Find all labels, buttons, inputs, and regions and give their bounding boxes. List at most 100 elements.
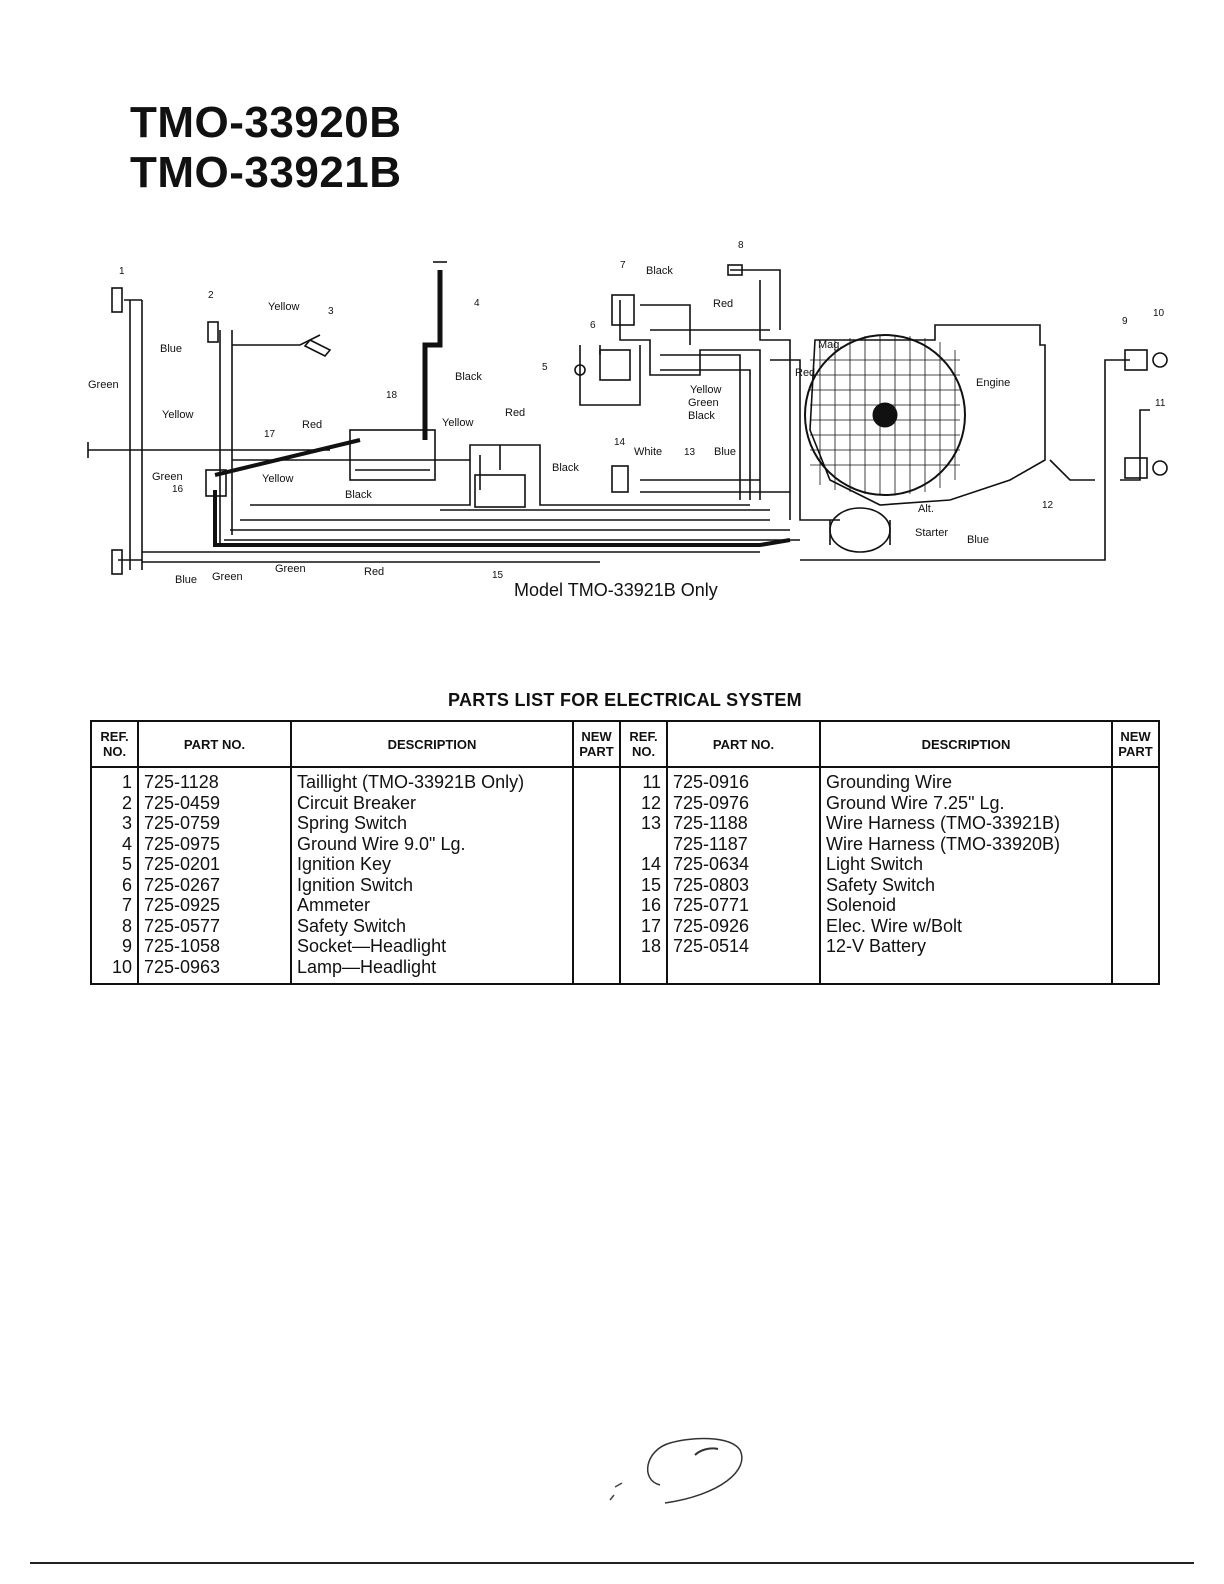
- ref-5: 5: [542, 362, 548, 373]
- cell-ref2: 14: [619, 854, 668, 875]
- cell-ref: 2: [90, 792, 139, 813]
- cell-ref2: 13: [619, 813, 668, 834]
- label-starter: Starter: [915, 527, 948, 539]
- cell-part2: 725-0926: [666, 915, 821, 936]
- cell-new-part: [1111, 874, 1160, 895]
- header-description-2: DESCRIPTION: [819, 720, 1113, 768]
- label-red-4: Red: [795, 367, 815, 379]
- cell-desc: Ignition Switch: [290, 874, 574, 895]
- ref-15: 15: [492, 570, 504, 581]
- header-new-part-2: NEW PART: [1111, 720, 1160, 768]
- cell-ref: 6: [90, 874, 139, 895]
- cell-new-part: [572, 895, 621, 916]
- cell-new-part: [1111, 915, 1160, 936]
- cell-ref2: 11: [619, 767, 668, 793]
- label-green-2: Green: [152, 471, 183, 483]
- label-black-1: Black: [345, 489, 372, 501]
- cell-desc2: Light Switch: [819, 854, 1113, 875]
- cell-ref2: 15: [619, 874, 668, 895]
- cell-ref: 5: [90, 854, 139, 875]
- cell-new-part: [572, 915, 621, 936]
- bottom-rule: [30, 1562, 1194, 1564]
- ref-4: 4: [474, 298, 480, 309]
- label-yellow-2: Yellow: [268, 301, 299, 313]
- ref-8: 8: [738, 240, 744, 251]
- ref-7: 7: [620, 260, 626, 271]
- ref-3: 3: [328, 306, 334, 317]
- diagram-caption: Model TMO-33921B Only: [514, 580, 718, 600]
- label-yellow-4: Yellow: [442, 417, 473, 429]
- cell-ref: 9: [90, 936, 139, 957]
- cell-part2: 725-0976: [666, 792, 821, 813]
- cell-desc: Lamp—Headlight: [290, 956, 574, 985]
- cell-new-part: [572, 833, 621, 854]
- cell-desc2: Safety Switch: [819, 874, 1113, 895]
- ref-2: 2: [208, 290, 214, 301]
- cell-new-part: [1111, 854, 1160, 875]
- parts-table: REF. NO. PART NO. DESCRIPTION NEW PART R…: [90, 720, 1160, 985]
- ref-13: 13: [684, 447, 696, 458]
- ref-14: 14: [614, 437, 626, 448]
- cell-ref: 8: [90, 915, 139, 936]
- label-blue-2: Blue: [714, 446, 736, 458]
- header-part-no-2: PART NO.: [666, 720, 821, 768]
- cell-desc2: [819, 956, 1113, 985]
- cell-desc2: Ground Wire 7.25" Lg.: [819, 792, 1113, 813]
- cell-desc2: 12-V Battery: [819, 936, 1113, 957]
- model-title-1: TMO-33920B: [130, 98, 402, 147]
- cell-part: 725-0267: [137, 874, 292, 895]
- parts-list-title: PARTS LIST FOR ELECTRICAL SYSTEM: [448, 690, 802, 710]
- cell-part2: 725-0803: [666, 874, 821, 895]
- label-red-5: Red: [364, 566, 384, 578]
- cell-desc: Ground Wire 9.0" Lg.: [290, 833, 574, 854]
- wiring-diagram: Blue Green Yellow Green Yellow Red Yello…: [87, 240, 1168, 600]
- cell-new-part: [572, 813, 621, 834]
- cell-new-part: [572, 874, 621, 895]
- cell-part2: 725-1187: [666, 833, 821, 854]
- label-black-2: Black: [455, 371, 482, 383]
- cell-desc: Ammeter: [290, 895, 574, 916]
- ref-16: 16: [172, 484, 184, 495]
- ref-12: 12: [1042, 500, 1054, 511]
- cell-part2: 725-1188: [666, 813, 821, 834]
- label-black-4: Black: [646, 265, 673, 277]
- cell-part2: 725-0514: [666, 936, 821, 957]
- cell-new-part: [572, 956, 621, 985]
- cell-desc: Socket—Headlight: [290, 936, 574, 957]
- cell-desc2: Elec. Wire w/Bolt: [819, 915, 1113, 936]
- header-part-no: PART NO.: [137, 720, 292, 768]
- page-titles: TMO-33920B TMO-33921B: [130, 98, 402, 198]
- label-red-3: Red: [713, 298, 733, 310]
- cell-new-part: [1111, 833, 1160, 854]
- cell-ref2: 16: [619, 895, 668, 916]
- cell-part: 725-0201: [137, 854, 292, 875]
- cell-new-part: [1111, 956, 1160, 985]
- cell-desc2: Wire Harness (TMO-33920B): [819, 833, 1113, 854]
- cell-new-part: [1111, 767, 1160, 793]
- cell-part2: 725-0634: [666, 854, 821, 875]
- cell-desc2: Wire Harness (TMO-33921B): [819, 813, 1113, 834]
- ref-10: 10: [1153, 308, 1165, 319]
- cell-part: 725-0577: [137, 915, 292, 936]
- cell-new-part: [1111, 813, 1160, 834]
- cell-ref: 1: [90, 767, 139, 793]
- label-yellow-5: Yellow: [690, 384, 721, 396]
- cell-part: 725-1058: [137, 936, 292, 957]
- cell-new-part: [572, 767, 621, 793]
- cell-ref: 10: [90, 956, 139, 985]
- label-green-3: Green: [688, 397, 719, 409]
- cell-ref2: [619, 956, 668, 985]
- cell-desc: Safety Switch: [290, 915, 574, 936]
- header-ref-no-2: REF. NO.: [619, 720, 668, 768]
- label-blue-4: Blue: [967, 534, 989, 546]
- cell-new-part: [1111, 936, 1160, 957]
- cell-new-part: [1111, 792, 1160, 813]
- cell-new-part: [572, 792, 621, 813]
